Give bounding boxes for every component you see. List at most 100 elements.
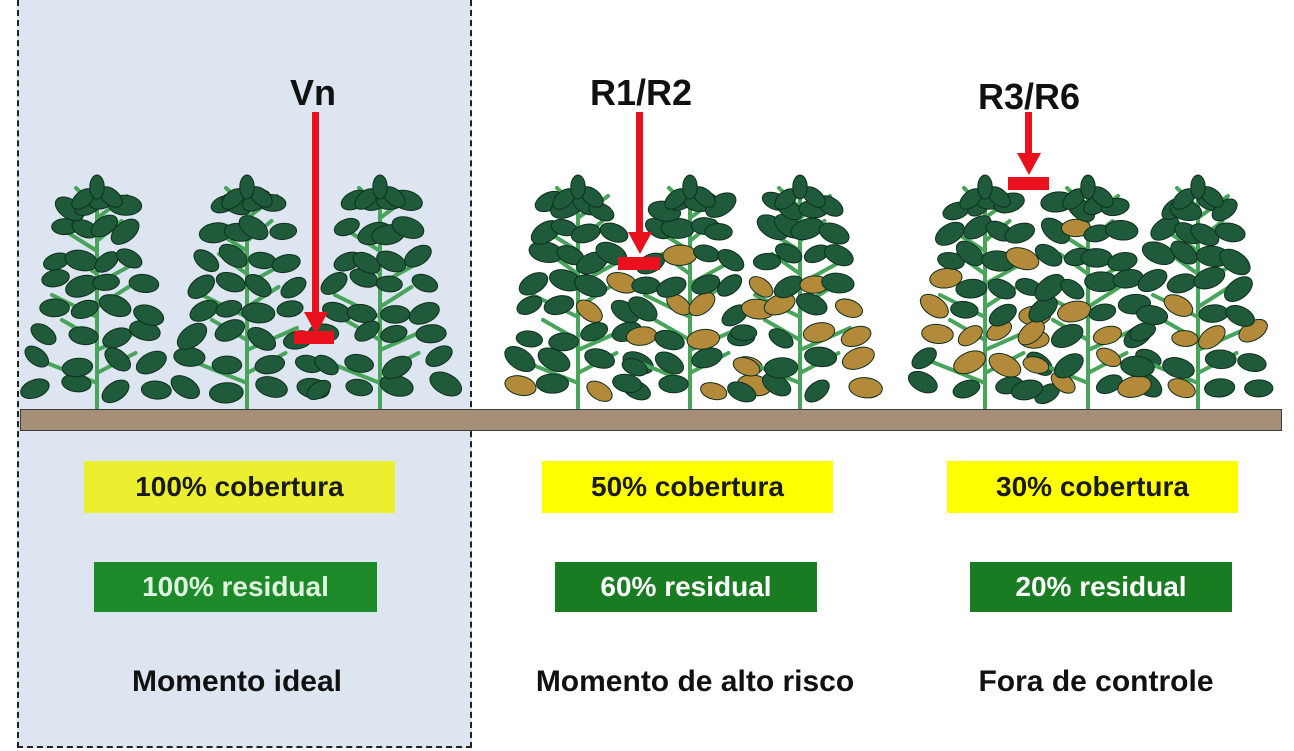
healthy-leaf (1088, 303, 1117, 322)
diseased-leaf (1017, 320, 1045, 346)
healthy-leaf (612, 373, 643, 394)
healthy-leaf (381, 355, 413, 380)
healthy-leaf (570, 174, 586, 200)
healthy-leaf (935, 221, 965, 246)
healthy-leaf (30, 323, 57, 346)
soybean-plant (306, 174, 463, 410)
healthy-leaf (790, 217, 824, 241)
healthy-leaf (955, 240, 984, 267)
arrow-r3r6-bar (1008, 177, 1049, 190)
healthy-leaf (1237, 353, 1267, 373)
healthy-leaf (823, 244, 854, 267)
soybean-plant (907, 174, 1061, 410)
arrow-vn-bar (294, 331, 334, 344)
healthy-leaf (140, 380, 172, 400)
coverage-badge-r1r2: 50% cobertura (542, 461, 833, 513)
healthy-leaf (380, 325, 408, 343)
healthy-leaf (987, 278, 1016, 300)
healthy-leaf (950, 300, 979, 319)
healthy-leaf (628, 296, 658, 322)
healthy-leaf (654, 351, 685, 375)
healthy-leaf (1105, 219, 1139, 241)
healthy-leaf (415, 324, 447, 344)
healthy-leaf (907, 370, 938, 394)
diseased-leaf (1163, 294, 1194, 317)
healthy-leaf (344, 353, 374, 373)
healthy-leaf (176, 322, 208, 350)
residual-badge-r3r6: 20% residual (970, 562, 1232, 612)
healthy-leaf (730, 324, 758, 341)
healthy-leaf (1060, 278, 1085, 300)
healthy-leaf (1166, 273, 1197, 294)
healthy-leaf (404, 244, 432, 268)
plant-branch (653, 318, 692, 342)
soil-strip (20, 409, 1282, 431)
healthy-leaf (116, 248, 143, 269)
soybean-plant (170, 174, 330, 410)
healthy-leaf (101, 379, 130, 404)
healthy-leaf (773, 275, 804, 299)
healthy-leaf (314, 354, 339, 376)
healthy-leaf (621, 357, 648, 377)
healthy-leaf (682, 174, 698, 200)
moment-label-out-of-control: Fora de controle (978, 665, 1214, 698)
healthy-leaf (977, 174, 993, 200)
diseased-leaf (732, 356, 761, 377)
diseased-leaf (1198, 325, 1226, 350)
healthy-leaf (411, 273, 439, 293)
diseased-leaf (848, 377, 883, 399)
healthy-leaf (170, 375, 200, 400)
healthy-leaf (1204, 378, 1236, 398)
healthy-leaf (208, 382, 244, 404)
healthy-leaf (1095, 374, 1123, 394)
healthy-leaf (89, 174, 105, 200)
soybean-plant (1117, 174, 1274, 410)
healthy-leaf (937, 251, 965, 270)
healthy-leaf (354, 320, 380, 342)
healthy-leaf (247, 327, 277, 351)
healthy-leaf (768, 328, 794, 349)
healthy-leaf (276, 300, 304, 318)
plant-branch (378, 285, 414, 309)
healthy-leaf (574, 274, 608, 298)
stage-label-r1r2: R1/R2 (589, 72, 693, 113)
healthy-leaf (187, 274, 215, 299)
healthy-leaf (988, 303, 1017, 327)
healthy-leaf (238, 215, 269, 241)
stage-label-vn: Vn (289, 72, 337, 113)
healthy-leaf (1010, 379, 1044, 401)
healthy-leaf (352, 251, 381, 274)
diseased-leaf (1167, 378, 1196, 399)
healthy-leaf (375, 275, 403, 293)
healthy-leaf (792, 174, 808, 200)
healthy-leaf (1107, 251, 1138, 272)
healthy-leaf (429, 371, 463, 397)
healthy-leaf (214, 319, 246, 342)
arrow-r1r2-shaft (636, 112, 643, 237)
healthy-leaf (39, 298, 70, 318)
healthy-leaf (704, 222, 733, 241)
healthy-leaf (98, 294, 132, 318)
healthy-leaf (717, 274, 743, 297)
healthy-leaf (656, 276, 687, 298)
healthy-leaf (1129, 322, 1156, 342)
healthy-leaf (1120, 355, 1155, 378)
diseased-leaf (686, 328, 721, 350)
healthy-leaf (763, 357, 799, 379)
healthy-leaf (911, 347, 937, 370)
healthy-leaf (271, 254, 301, 274)
diseased-leaf (919, 293, 949, 319)
healthy-leaf (1204, 349, 1237, 370)
healthy-leaf (1034, 243, 1063, 267)
healthy-leaf (173, 346, 206, 367)
soybean-plant (612, 174, 772, 410)
healthy-leaf (1193, 266, 1226, 290)
healthy-leaf (193, 249, 220, 273)
diseased-leaf (802, 322, 836, 343)
healthy-leaf (504, 345, 536, 373)
healthy-leaf (1050, 323, 1084, 348)
healthy-leaf (543, 295, 575, 316)
healthy-leaf (92, 273, 120, 291)
diseased-leaf (1171, 330, 1199, 347)
healthy-leaf (215, 271, 246, 293)
